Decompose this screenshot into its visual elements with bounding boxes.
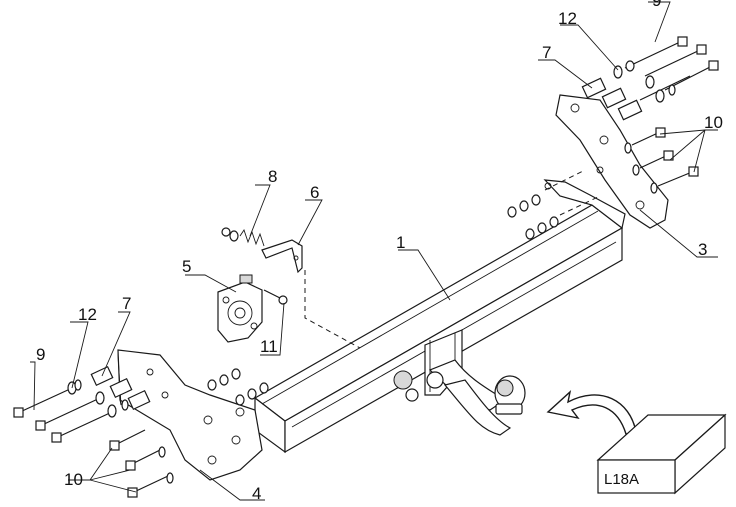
left-short-bolts: [109, 429, 174, 498]
label-part-9-right: 9: [652, 0, 661, 10]
label-part-3: 3: [698, 240, 707, 259]
left-side-bracket: [117, 349, 263, 481]
direction-arrow: [546, 390, 637, 435]
label-part-10-right: 10: [704, 113, 723, 132]
tow-ball: [494, 375, 526, 415]
product-box-label: L18A: [604, 471, 639, 488]
electrical-socket-plate: [217, 274, 263, 343]
left-long-bolts: [13, 388, 113, 443]
label-part-7-left: 7: [122, 294, 131, 313]
alignment-lines: [304, 169, 601, 349]
right-washers: [613, 60, 676, 103]
spring-assembly: [221, 227, 265, 247]
label-part-12-left: 12: [78, 305, 97, 324]
tow-ball-neck: [393, 329, 512, 436]
label-part-1: 1: [396, 233, 405, 252]
label-part-8: 8: [268, 167, 277, 186]
label-part-6: 6: [310, 183, 319, 202]
product-box: L18A: [596, 413, 727, 495]
part-labels: 1 3 4 5 6 7 7 8 9 9 10 10 11 12 12: [36, 0, 723, 503]
label-part-12-right: 12: [558, 9, 577, 28]
right-spacer-tubes: [581, 77, 643, 121]
right-long-bolts: [624, 36, 719, 101]
label-part-7-right: 7: [542, 43, 551, 62]
socket-bolt: [263, 289, 288, 305]
left-nuts: [207, 368, 269, 406]
label-part-5: 5: [182, 257, 191, 276]
right-short-bolts: [624, 127, 699, 194]
label-part-4: 4: [252, 484, 261, 503]
label-part-9-left: 9: [36, 345, 45, 364]
leader-lines: [30, 1, 718, 501]
socket-bracket: [261, 239, 303, 274]
right-nuts: [507, 194, 559, 240]
label-part-11: 11: [260, 337, 278, 356]
label-part-10-left: 10: [64, 470, 83, 489]
right-side-bracket: [543, 94, 669, 230]
